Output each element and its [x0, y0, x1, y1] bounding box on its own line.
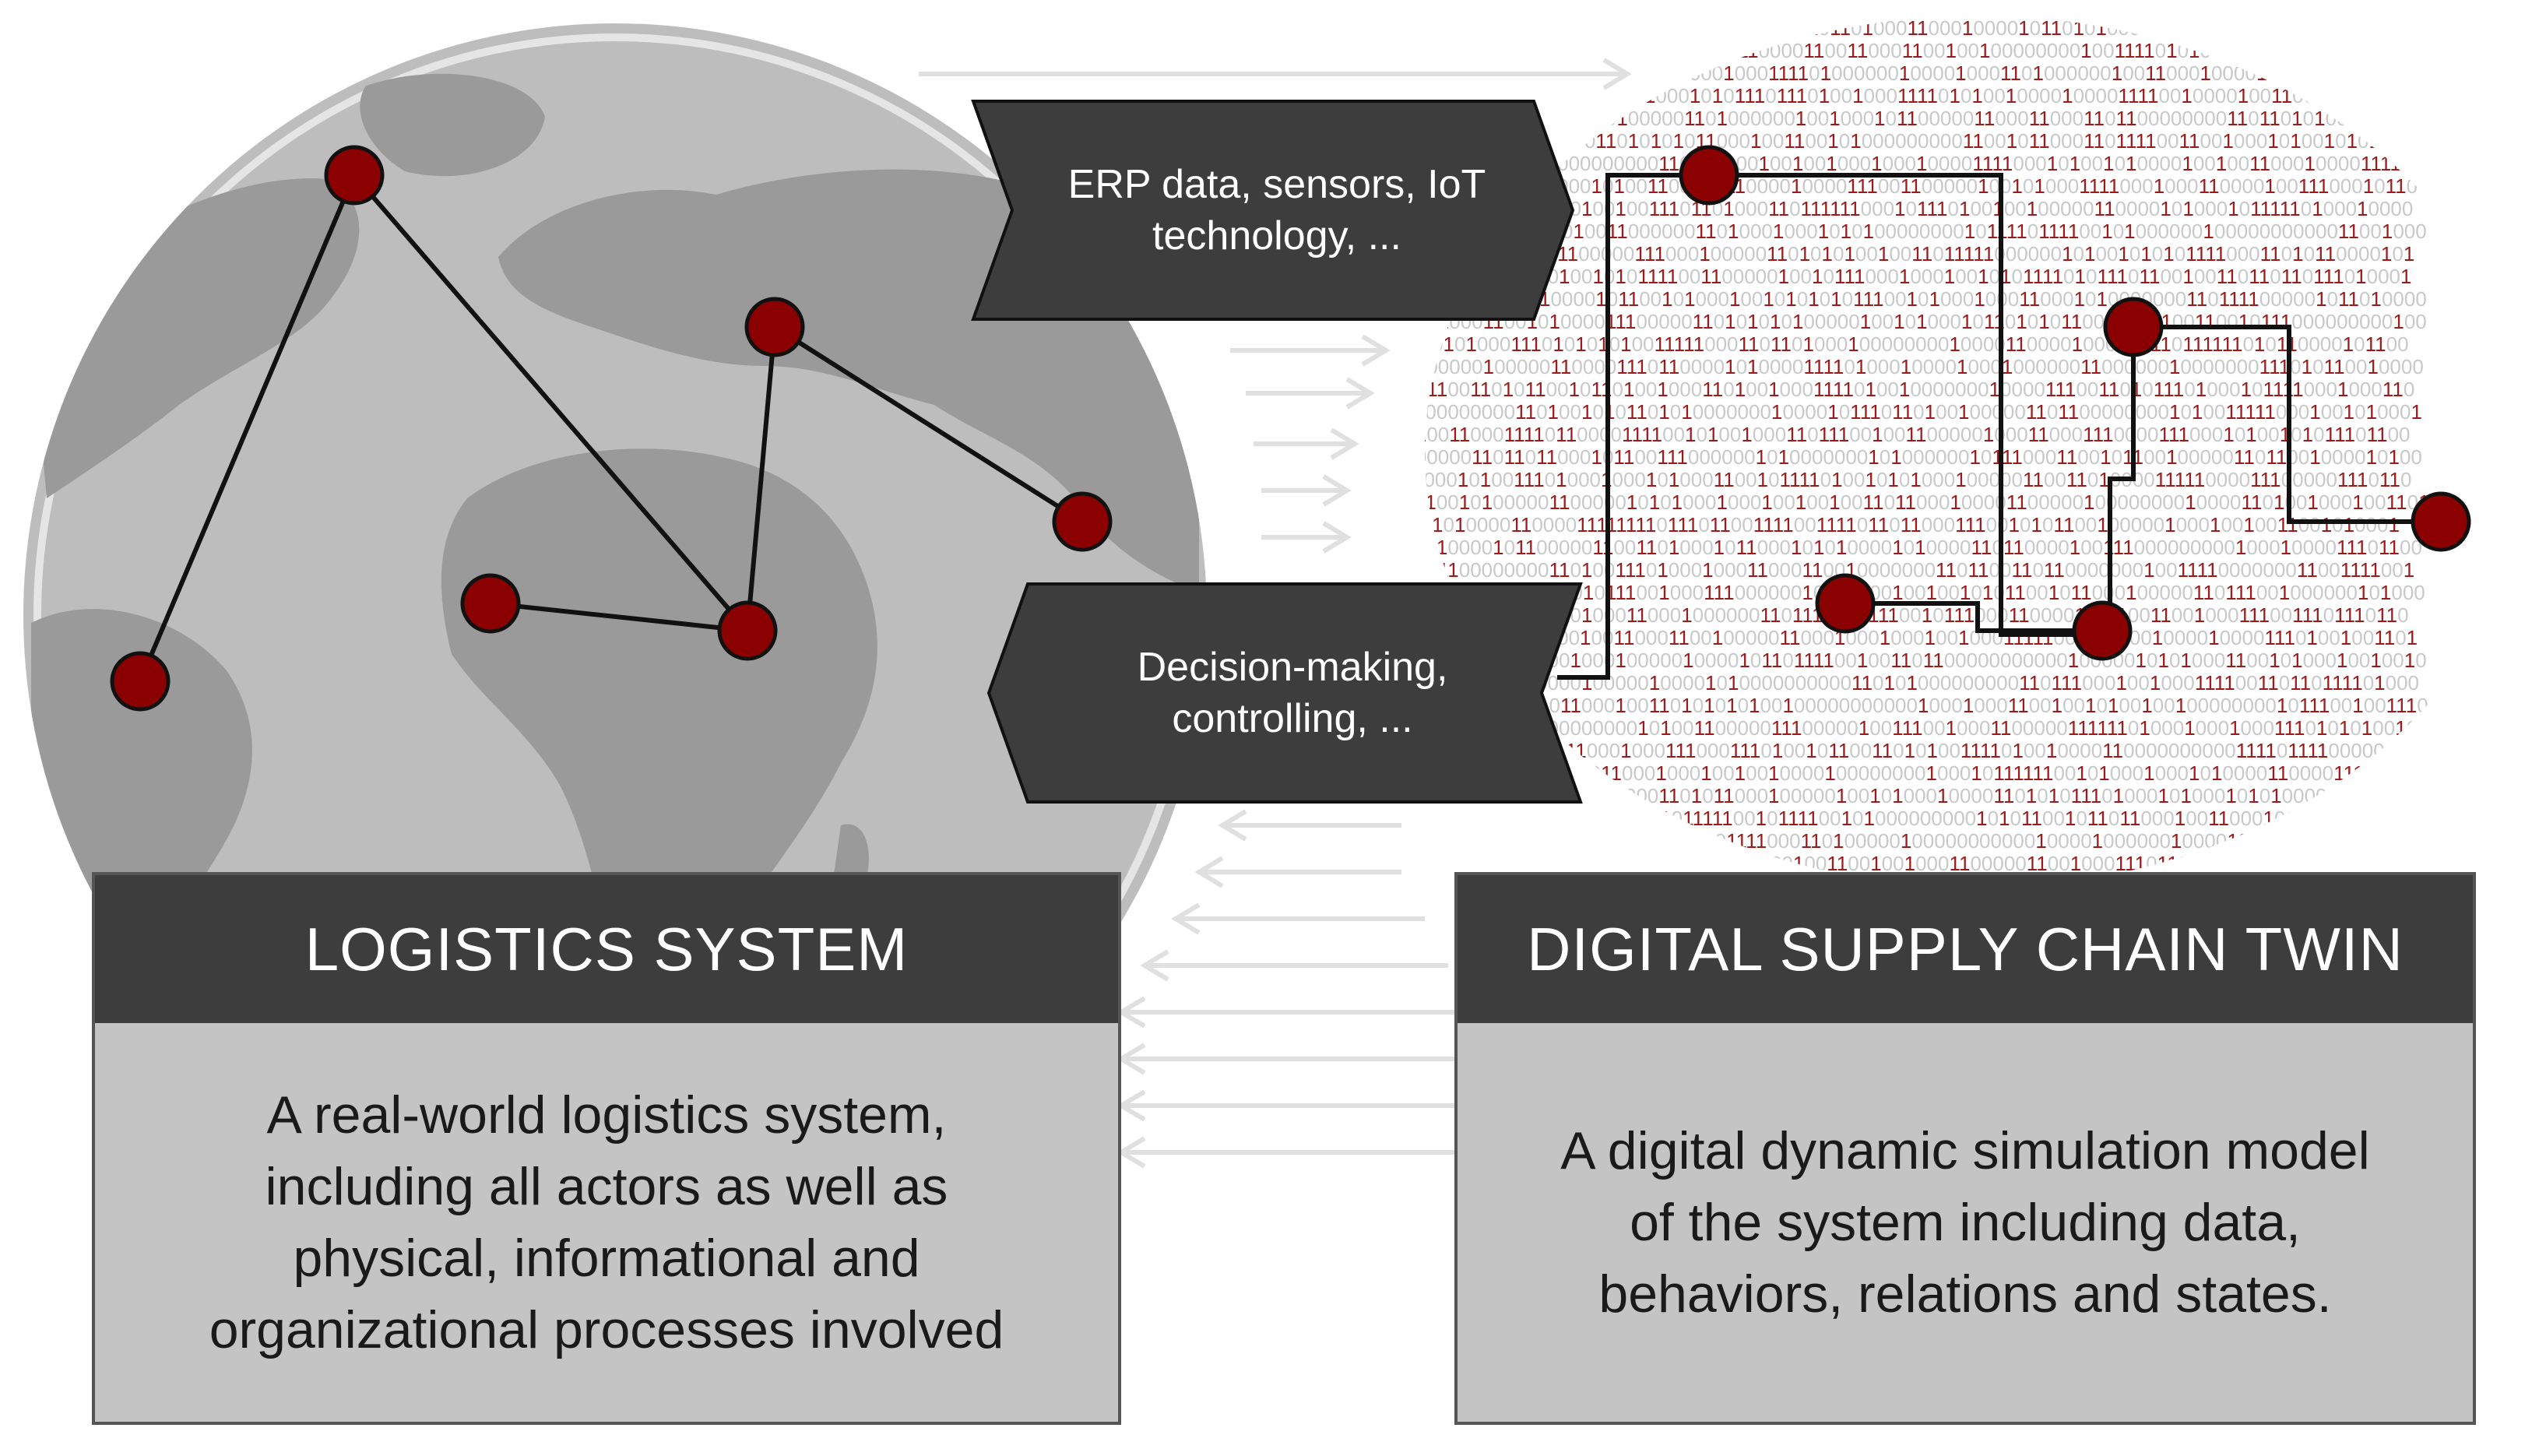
network-node: [2411, 491, 2471, 552]
network-edge: [490, 601, 748, 633]
faint-arrow-head: [1117, 1089, 1146, 1122]
faint-arrow-head: [1345, 377, 1375, 410]
network-edge: [1557, 173, 1709, 680]
faint-arrow-head: [1117, 1043, 1146, 1075]
forward-chevron-line-2: technology, ...: [1152, 213, 1401, 258]
left-network-edges: [138, 174, 1084, 683]
left-network-nodes: [110, 145, 1113, 712]
network-node: [2103, 297, 2164, 357]
network-node: [324, 145, 385, 206]
twin-line-1: A digital dynamic simulation model: [1560, 1121, 2370, 1180]
twin-line-2: of the system including data,: [1630, 1193, 2301, 1252]
logistics-line-1: A real-world logistics system,: [266, 1085, 947, 1145]
network-node: [717, 600, 778, 661]
binary-row: 1011000000000110100101011010100000001000…: [1370, 400, 2422, 424]
network-edge: [1845, 601, 2102, 633]
logistics-line-3: physical, informational and: [293, 1229, 920, 1288]
logistics-system-panel: LOGISTICS SYSTEM A real-world logistics …: [92, 872, 1121, 1425]
binary-row: 0000000001101101100010110011100000010100…: [1370, 445, 2422, 469]
network-edge: [745, 326, 777, 631]
faint-arrow-head: [1330, 427, 1359, 460]
right-chevron-arrow: [971, 100, 1575, 321]
network-node: [460, 573, 521, 634]
binary-row: 1000100110010011010110010101000001100001…: [1370, 39, 2425, 62]
binary-row: 0111000010100111010001000101000110010111…: [1370, 468, 2411, 491]
forward-chevron-line-1: ERP data, sensors, IoT: [1067, 162, 1486, 207]
backward-chevron-line-1: Decision-making,: [1137, 645, 1448, 690]
binary-row: 1000100110001111011000011110010100100011…: [1370, 423, 2410, 446]
binary-row: 1000100010101100111010101010100011110001…: [1370, 829, 2427, 853]
digital-twin-description: A digital dynamic simulation model of th…: [1458, 1023, 2473, 1422]
faint-arrow-head: [1602, 58, 1632, 90]
faint-arrow-head: [1361, 334, 1391, 367]
network-node: [110, 651, 171, 712]
digital-twin-panel: DIGITAL SUPPLY CHAIN TWIN A digital dyna…: [1454, 872, 2476, 1425]
backward-chevron-label: Decision-making, controlling, ...: [1020, 600, 1565, 786]
network-edge: [1709, 173, 2102, 637]
backward-chevron-line-2: controlling, ...: [1172, 696, 1413, 741]
network-edge: [2108, 327, 2136, 631]
network-node: [744, 297, 805, 357]
faint-arrow-head: [1117, 1136, 1146, 1169]
network-edge: [138, 174, 357, 683]
faint-arrow-head: [1140, 949, 1169, 982]
digital-twin-title: DIGITAL SUPPLY CHAIN TWIN: [1458, 875, 2473, 1023]
network-edge: [352, 174, 750, 632]
logistics-line-4: organizational processes involved: [209, 1300, 1004, 1359]
twin-line-3: behaviors, relations and states.: [1598, 1264, 2332, 1324]
forward-chevron-label: ERP data, sensors, IoT technology, ...: [1012, 117, 1542, 304]
right-network-edges: [1557, 173, 2441, 680]
network-node: [1052, 491, 1113, 552]
binary-row: 1111100101000111010101010011111000110110…: [1370, 332, 2409, 356]
left-chevron-arrow: [986, 582, 1583, 804]
network-node: [1815, 573, 1876, 634]
faint-arrow-head: [1218, 809, 1247, 842]
binary-row: 1111010011101111001100001001010100100100…: [1370, 16, 2421, 40]
binary-row: 0110011100010010100010100110000011000010…: [1370, 174, 2418, 198]
faint-arrow-head: [1171, 902, 1201, 935]
binary-row: 0010011001101011001011010010001101001000…: [1370, 378, 2414, 401]
faint-arrow-head: [1322, 474, 1352, 507]
continent-africa: [441, 448, 877, 997]
continent-greenland: [360, 73, 545, 177]
binary-row: 0100011000010110000011001101000101100010…: [1370, 536, 2422, 559]
faint-arrow-head: [1322, 521, 1352, 554]
network-edge: [773, 325, 1084, 524]
right-network-nodes: [1679, 145, 2471, 661]
network-edge: [2133, 325, 2441, 524]
network-node: [2072, 600, 2133, 661]
logistics-system-title: LOGISTICS SYSTEM: [95, 875, 1118, 1023]
logistics-line-2: including all actors as well as: [265, 1157, 948, 1216]
faint-flow-arrows: [919, 58, 1632, 1169]
binary-row: 0000001100000000110100111010001000110001…: [1370, 558, 2414, 582]
network-node: [1679, 145, 1739, 206]
binary-row: 0001000000100000110000111011000010100001…: [1370, 355, 2424, 378]
faint-arrow-head: [1117, 996, 1146, 1029]
binary-row: 0000110010100000110000010101000100010010…: [1370, 491, 2430, 514]
faint-arrow-head: [1194, 856, 1224, 888]
binary-row: 0110010010000000010110001010111110010111…: [1370, 807, 2419, 830]
binary-row: 1111011010000110000111111110111011001111…: [1370, 513, 2400, 536]
logistics-system-description: A real-world logistics system, including…: [95, 1023, 1118, 1422]
